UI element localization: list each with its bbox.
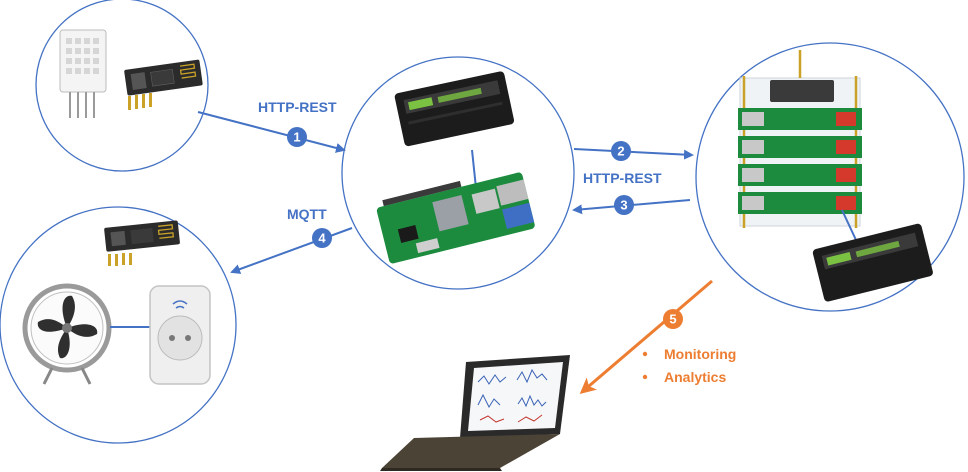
step-3-badge: 3 (614, 195, 634, 215)
connection-4-arrow (230, 227, 353, 274)
output-bullet-list: Monitoring Analytics (642, 346, 736, 385)
connection-1-arrow (197, 111, 346, 153)
connection-2-protocol-label: HTTP-REST (583, 170, 662, 186)
svg-text:4: 4 (318, 231, 326, 246)
connection-4-protocol-label: MQTT (287, 206, 327, 222)
svg-text:1: 1 (293, 130, 300, 145)
step-2-badge: 2 (611, 141, 631, 161)
fan-with-smart-plug-and-esp8266-icon (22, 220, 211, 385)
raspberry-pi-cluster-with-ssd-icon (738, 50, 933, 302)
svg-text:5: 5 (669, 312, 676, 327)
step-4-badge: 4 (312, 228, 332, 248)
bullet-item: Analytics (642, 369, 726, 385)
svg-text:3: 3 (620, 198, 627, 213)
step-5-badge: 5 (663, 309, 683, 329)
dht22-sensor-with-esp8266-module-icon (59, 29, 203, 118)
svg-text:Monitoring: Monitoring (664, 346, 736, 362)
laptop-with-charts-icon (380, 355, 570, 471)
step-1-badge: 1 (287, 127, 307, 147)
bullet-item: Monitoring (642, 346, 736, 362)
raspberry-pi-with-ssd-icon (376, 71, 535, 264)
svg-text:2: 2 (617, 144, 624, 159)
connection-1-protocol-label: HTTP-REST (258, 99, 337, 115)
svg-text:Analytics: Analytics (664, 369, 726, 385)
connection-5-arrow (579, 279, 713, 394)
connection-2-arrow (573, 148, 694, 160)
